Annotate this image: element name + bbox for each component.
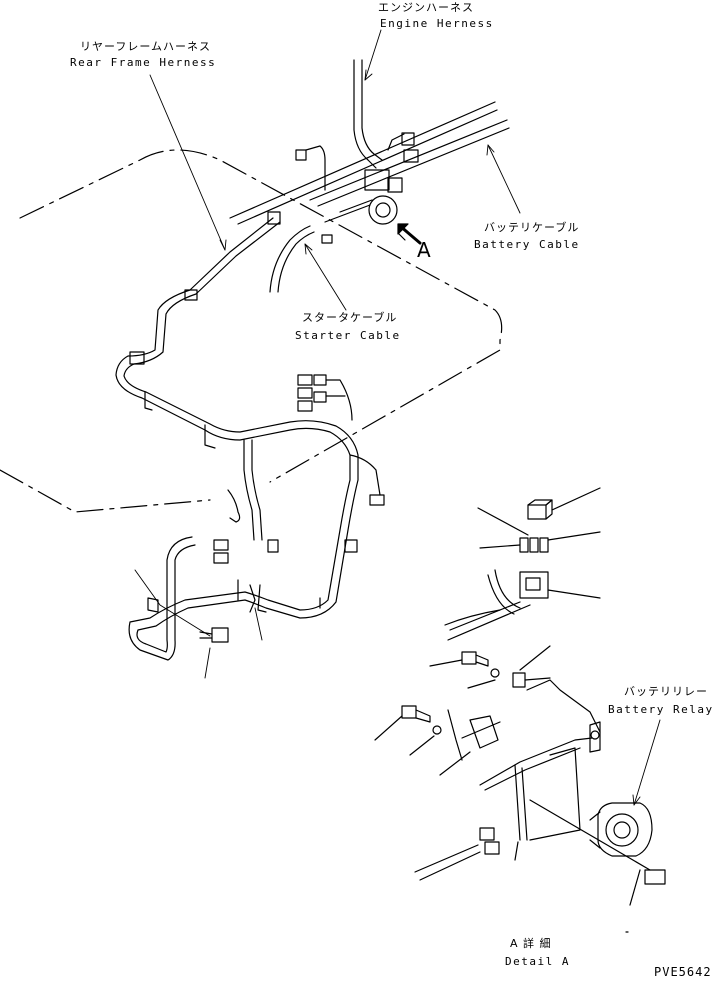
battery-relay-label-ja: バッテリリレー: [624, 685, 708, 698]
starter-cable-label-en: Starter Cable: [295, 329, 401, 342]
leader-lines: [134, 29, 661, 806]
detail-a-assembly: [374, 487, 666, 933]
bolt-left: [147, 597, 229, 643]
center-connectors: [297, 374, 385, 553]
detail-a-label-en: Detail A: [505, 955, 570, 968]
engine-harness: [353, 59, 419, 169]
drawing-number: PVE5642: [654, 965, 712, 979]
rear-frame-harness-label-ja: リヤーフレームハーネス: [80, 40, 212, 53]
battery-cable-label-ja: バッテリケーブル: [484, 221, 580, 234]
engine-harness-label-ja: エンジンハーネス: [378, 1, 474, 14]
battery-cable: [229, 101, 510, 225]
detail-a-label-ja: A 詳 細: [510, 937, 552, 950]
frame-outline: [0, 149, 503, 513]
battery-relay-label-en: Battery Relay: [608, 703, 714, 716]
rear-frame-harness: [115, 211, 359, 661]
view-marker-a: A: [417, 238, 431, 262]
battery-cable-label-en: Battery Cable: [474, 238, 580, 251]
engine-harness-label-en: Engine Herness: [380, 17, 494, 30]
starter-cable: [269, 225, 315, 293]
starter-motor: [295, 145, 403, 244]
rear-frame-harness-label-en: Rear Frame Herness: [70, 56, 217, 69]
starter-cable-label-ja: スタータケーブル: [302, 311, 398, 324]
view-arrow-a: [397, 223, 422, 245]
